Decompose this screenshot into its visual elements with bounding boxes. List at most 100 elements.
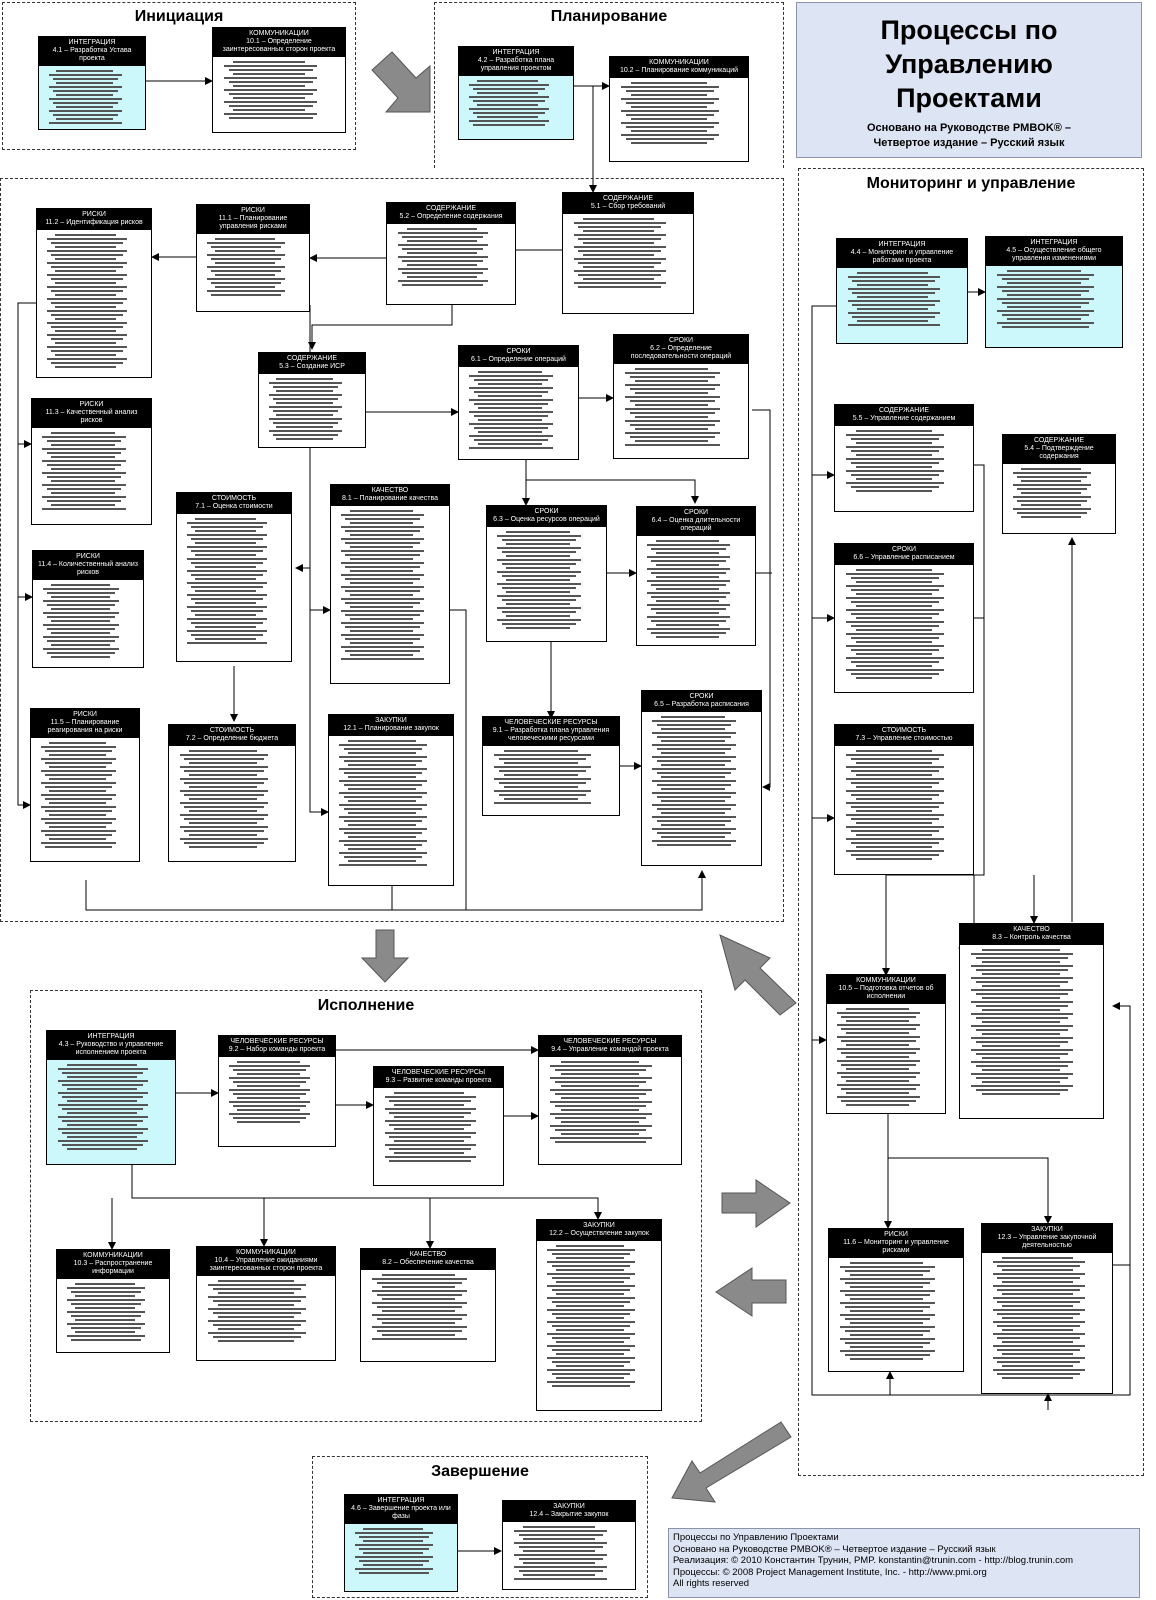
process-content [259,374,365,446]
group-title-monitoring: Мониторинг и управление [866,175,1076,192]
arrow-planning-to-execution [360,929,410,983]
process-4-1[interactable]: ИНТЕГРАЦИЯ 4.1 – Разработка Устава проек… [38,36,146,130]
process-6-1[interactable]: СРОКИ 6.1 – Определение операций [458,345,579,460]
process-content [32,428,151,516]
group-title-planning: Планирование [550,8,668,25]
process-header: РИСКИ 11.4 – Количественный анализ риско… [33,551,143,580]
process-10-5[interactable]: КОММУНИКАЦИИ 10.5 – Подготовка отчетов о… [826,974,946,1114]
process-6-6[interactable]: СРОКИ 6.6 – Управление расписанием [834,543,974,693]
process-content [57,1279,169,1347]
footer-line-2: Основано на Руководстве PMBOK® – Четверт… [673,1543,996,1555]
process-11-4[interactable]: РИСКИ 11.4 – Количественный анализ риско… [32,550,144,668]
process-content [37,230,151,374]
process-header: СТОИМОСТЬ 7.3 – Управление стоимостью [835,725,973,746]
process-content [642,712,761,852]
process-8-3[interactable]: КАЧЕСТВО 8.3 – Контроль качества [959,923,1104,1119]
process-header: СРОКИ 6.1 – Определение операций [459,346,578,367]
process-header: ЧЕЛОВЕЧЕСКИЕ РЕСУРСЫ 9.3 – Развитие кома… [374,1067,503,1088]
process-5-3[interactable]: СОДЕРЖАНИЕ 5.3 – Создание ИСР [258,352,366,448]
process-5-2[interactable]: СОДЕРЖАНИЕ 5.2 – Определение содержания [386,202,516,305]
process-header: ИНТЕГРАЦИЯ 4.6 – Завершение проекта или … [345,1495,457,1524]
process-header: РИСКИ 11.3 – Качественный анализ рисков [32,399,151,428]
footer-line-3: Реализация: © 2010 Константин Трунин, PM… [673,1555,1074,1566]
process-content [539,1057,681,1149]
copyright-box: Процессы по Управлению Проектами Основан… [668,1528,1140,1598]
process-content [827,1004,945,1112]
process-content [483,746,619,810]
process-11-3[interactable]: РИСКИ 11.3 – Качественный анализ рисков [31,398,152,525]
process-9-1[interactable]: ЧЕЛОВЕЧЕСКИЕ РЕСУРСЫ 9.1 – Разработка пл… [482,716,620,816]
process-content [835,565,973,685]
process-8-2[interactable]: КАЧЕСТВО 8.2 – Обеспечение качества [360,1248,496,1362]
process-content [835,746,973,866]
main-title: Процессы по Управлению Проектами [880,15,1058,113]
process-9-4[interactable]: ЧЕЛОВЕЧЕСКИЕ РЕСУРСЫ 9.4 – Управление ко… [538,1035,682,1165]
process-9-3[interactable]: ЧЕЛОВЕЧЕСКИЕ РЕСУРСЫ 9.3 – Развитие кома… [373,1066,504,1186]
process-header: КАЧЕСТВО 8.1 – Планирование качества [331,485,449,506]
group-initiation: Инициация [2,2,356,150]
group-closing: Завершение [312,1456,648,1598]
process-content [219,1057,335,1129]
process-7-2[interactable]: СТОИМОСТЬ 7.2 – Определение бюджета [168,724,296,862]
process-content [197,1276,335,1348]
subtitle: Основано на Руководстве PMBOK® – Четверт… [866,122,1072,149]
process-10-4[interactable]: КОММУНИКАЦИИ 10.4 – Управление ожиданиям… [196,1246,336,1361]
process-5-1[interactable]: СОДЕРЖАНИЕ 5.1 – Сбор требований [562,192,694,314]
process-5-5[interactable]: СОДЕРЖАНИЕ 5.5 – Управление содержанием [834,404,974,512]
process-12-3[interactable]: ЗАКУПКИ 12.3 – Управление закупочной дея… [981,1223,1113,1394]
process-7-3[interactable]: СТОИМОСТЬ 7.3 – Управление стоимостью [834,724,974,875]
process-10-3[interactable]: КОММУНИКАЦИИ 10.3 – Распространение инфо… [56,1249,170,1353]
process-header: ИНТЕГРАЦИЯ 4.2 – Разработка плана управл… [459,47,573,76]
process-content [537,1241,661,1393]
process-content [345,1524,457,1580]
arrow-monitoring-to-execution [715,1267,787,1317]
process-header: ЧЕЛОВЕЧЕСКИЕ РЕСУРСЫ 9.4 – Управление ко… [539,1036,681,1057]
process-4-2[interactable]: ИНТЕГРАЦИЯ 4.2 – Разработка плана управл… [458,46,574,140]
process-4-3[interactable]: ИНТЕГРАЦИЯ 4.3 – Руководство и управлени… [46,1030,176,1165]
process-header: КАЧЕСТВО 8.3 – Контроль качества [960,924,1103,945]
process-10-1[interactable]: КОММУНИКАЦИИ 10.1 – Определение заинтере… [212,27,346,133]
process-content [986,266,1122,334]
process-4-6[interactable]: ИНТЕГРАЦИЯ 4.6 – Завершение проекта или … [344,1494,458,1592]
process-header: СОДЕРЖАНИЕ 5.5 – Управление содержанием [835,405,973,426]
process-8-1[interactable]: КАЧЕСТВО 8.1 – Планирование качества [330,484,450,684]
process-10-2[interactable]: КОММУНИКАЦИИ 10.2 – Планирование коммуни… [609,56,749,162]
process-content [47,1060,175,1156]
process-header: КОММУНИКАЦИИ 10.3 – Распространение инфо… [57,1250,169,1279]
process-content [835,426,973,498]
process-6-3[interactable]: СРОКИ 6.3 – Оценка ресурсов операций [486,505,607,642]
process-6-2[interactable]: СРОКИ 6.2 – Определение последовательнос… [613,334,749,459]
process-header: ЗАКУПКИ 12.4 – Закрытие закупок [503,1501,635,1522]
process-header: СРОКИ 6.2 – Определение последовательнос… [614,335,748,364]
process-4-5[interactable]: ИНТЕГРАЦИЯ 4.5 – Осуществление общего уп… [985,236,1123,348]
process-header: СОДЕРЖАНИЕ 5.3 – Создание ИСР [259,353,365,374]
process-content [503,1522,635,1586]
process-4-4[interactable]: ИНТЕГРАЦИЯ 4.4 – Мониторинг и управление… [836,238,968,344]
process-content [169,746,295,854]
process-5-4[interactable]: СОДЕРЖАНИЕ 5.4 – Подтверждение содержани… [1002,434,1116,534]
footer-line-5: All rights reserved [673,1578,750,1589]
process-11-1[interactable]: РИСКИ 11.1 – Планирование управления рис… [196,204,310,312]
process-11-6[interactable]: РИСКИ 11.6 – Мониторинг и управление рис… [828,1228,964,1372]
process-9-2[interactable]: ЧЕЛОВЕЧЕСКИЕ РЕСУРСЫ 9.2 – Набор команды… [218,1035,336,1147]
process-content [329,736,453,872]
process-7-1[interactable]: СТОИМОСТЬ 7.1 – Оценка стоимости [176,492,292,662]
process-12-1[interactable]: ЗАКУПКИ 12.1 – Планирование закупок [328,714,454,886]
process-header: КОММУНИКАЦИИ 10.1 – Определение заинтере… [213,28,345,57]
process-12-2[interactable]: ЗАКУПКИ 12.2 – Осуществление закупок [536,1219,662,1411]
group-title-execution: Исполнение [317,997,415,1014]
process-11-2[interactable]: РИСКИ 11.2 – Идентификация рисков [36,208,152,378]
process-12-4[interactable]: ЗАКУПКИ 12.4 – Закрытие закупок [502,1500,636,1590]
process-header: СОДЕРЖАНИЕ 5.1 – Сбор требований [563,193,693,214]
title-box: Процессы по Управлению Проектами Основан… [796,2,1142,158]
process-header: СРОКИ 6.3 – Оценка ресурсов операций [487,506,606,527]
process-header: СРОКИ 6.4 – Оценка длительности операций [637,507,755,536]
group-title-closing: Завершение [431,1463,529,1480]
process-6-4[interactable]: СРОКИ 6.4 – Оценка длительности операций [636,506,756,646]
process-content [837,268,967,332]
process-header: ЗАКУПКИ 12.2 – Осуществление закупок [537,1220,661,1241]
process-header: СОДЕРЖАНИЕ 5.4 – Подтверждение содержани… [1003,435,1115,464]
process-6-5[interactable]: СРОКИ 6.5 – Разработка расписания [641,690,762,866]
process-11-5[interactable]: РИСКИ 11.5 – Планирование реагирования н… [30,708,140,862]
